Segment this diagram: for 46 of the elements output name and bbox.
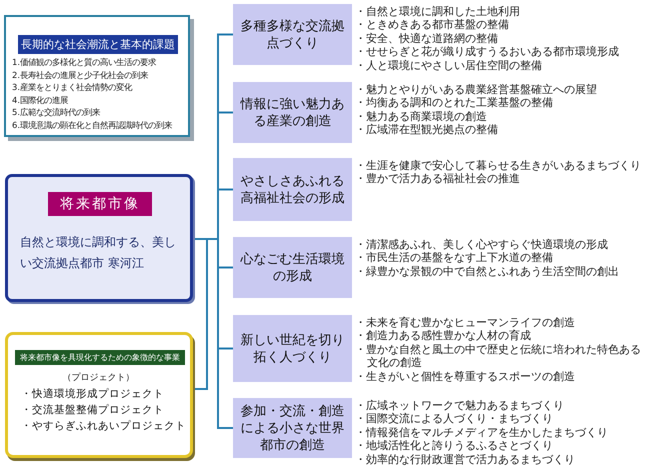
list-item: ・快適環境形成プロジェクト xyxy=(21,387,164,401)
bullet-item: ・安全、快適な道路網の整備 xyxy=(355,32,499,46)
bullet-item: ・広域滞在型観光拠点の整備 xyxy=(355,123,499,137)
bullet-item: ・未来を育む豊かなヒューマンライフの創造 xyxy=(355,316,576,330)
bullet-item: ・市民生活の基盤をなす上下水道の整備 xyxy=(355,251,554,265)
bullet-item: ・生涯を健康で安心して暮らせる生きがいあるまちづくり xyxy=(355,159,642,172)
bullet-item: ・効率的な行財政運営で活力あるまちづくり xyxy=(355,452,576,466)
bullet-item: ・情報発信をマルチメディアを生かしたまちづくり xyxy=(355,426,609,440)
bullet-item: ・人と環境にやさしい居住空間の整備 xyxy=(355,58,543,72)
list-item: ・やすらぎふれあいプロジェクト xyxy=(21,419,186,433)
policy-box: 心なごむ生活環境の形成 xyxy=(233,237,352,298)
policy-box: 新しい世紀を切り拓く人づくり xyxy=(233,315,352,382)
bullet-item: ・清潔感あふれ、美しく心やすらぐ快適環境の形成 xyxy=(355,238,609,252)
bullet-item: ・創造力ある感性豊かな人材の育成 xyxy=(355,329,532,343)
bullet-item: ・ときめきある都市基盤の整備 xyxy=(355,18,510,32)
vision-statement: 自然と環境に調和する、美しい交流拠点都市 寒河江 xyxy=(20,234,177,272)
list-item: 6.環境意識の顕在化と自然再認識時代の到来 xyxy=(12,120,172,130)
policy-box: やさしさあふれる高福祉社会の形成 xyxy=(233,158,352,221)
list-item: 5.広範な交流時代の到来 xyxy=(12,107,100,118)
bullet-item: ・国際交流による人づくり・まちづくり xyxy=(355,412,554,426)
bullet-item: ・魅力ある商業環境の創造 xyxy=(355,110,488,124)
list-item: 4.国際化の進展 xyxy=(12,94,68,106)
bullet-item: ・地域活性化と誇りうるふるさとづくり xyxy=(355,439,554,453)
list-item: ・交流基盤整備プロジェクト xyxy=(21,403,164,417)
bullet-item: ・豊かな自然と風土の中で歴史と伝統に培われた特色ある文化の創造 xyxy=(355,342,642,370)
bullet-item: ・広域ネットワークで魅力あるまちづくり xyxy=(355,399,565,412)
bullet-item: ・せせらぎと花が織り成すうるおいある都市環境形成 xyxy=(355,45,620,59)
policy-box: 多種多様な交流拠点づくり xyxy=(233,4,352,65)
list-item: 1.価値観の多様化と質の高い生活の要求 xyxy=(12,57,156,68)
vision-heading: 将来都市像 xyxy=(48,192,152,216)
policy-box: 情報に強い魅力ある産業の創造 xyxy=(233,82,352,143)
panel-heading: 将来都市像を具現化するための象徴的な事業 xyxy=(15,350,185,365)
list-item: 3.産業をとりまく社会情勢の変化 xyxy=(12,82,132,93)
vision-panel xyxy=(5,174,193,302)
policy-box: 参加・交流・創造による小さな世界都市の創造 xyxy=(233,398,352,458)
project-panel xyxy=(5,332,193,458)
panel-heading: 長期的な社会潮流と基本的課題 xyxy=(18,35,178,54)
connector-line xyxy=(193,238,208,390)
bullet-item: ・魅力とやりがいある農業経営基盤確立への展望 xyxy=(355,83,598,96)
bullet-item: ・生きがいと個性を尊重するスポーツの創造 xyxy=(355,370,576,384)
bullet-item: ・緑豊かな景観の中で自然とふれあう生活空間の創出 xyxy=(355,264,620,278)
bullet-item: ・豊かで活力ある福祉社会の推進 xyxy=(355,172,521,186)
bullet-item: ・均衡ある調和のとれた工業基盤の整備 xyxy=(355,96,554,110)
bullet-item: ・自然と環境に調和した土地利用 xyxy=(355,5,521,18)
panel-subheading: （プロジェクト） xyxy=(62,371,136,384)
list-item: 2.長寿社会の進展と少子化社会の到来 xyxy=(12,70,148,80)
